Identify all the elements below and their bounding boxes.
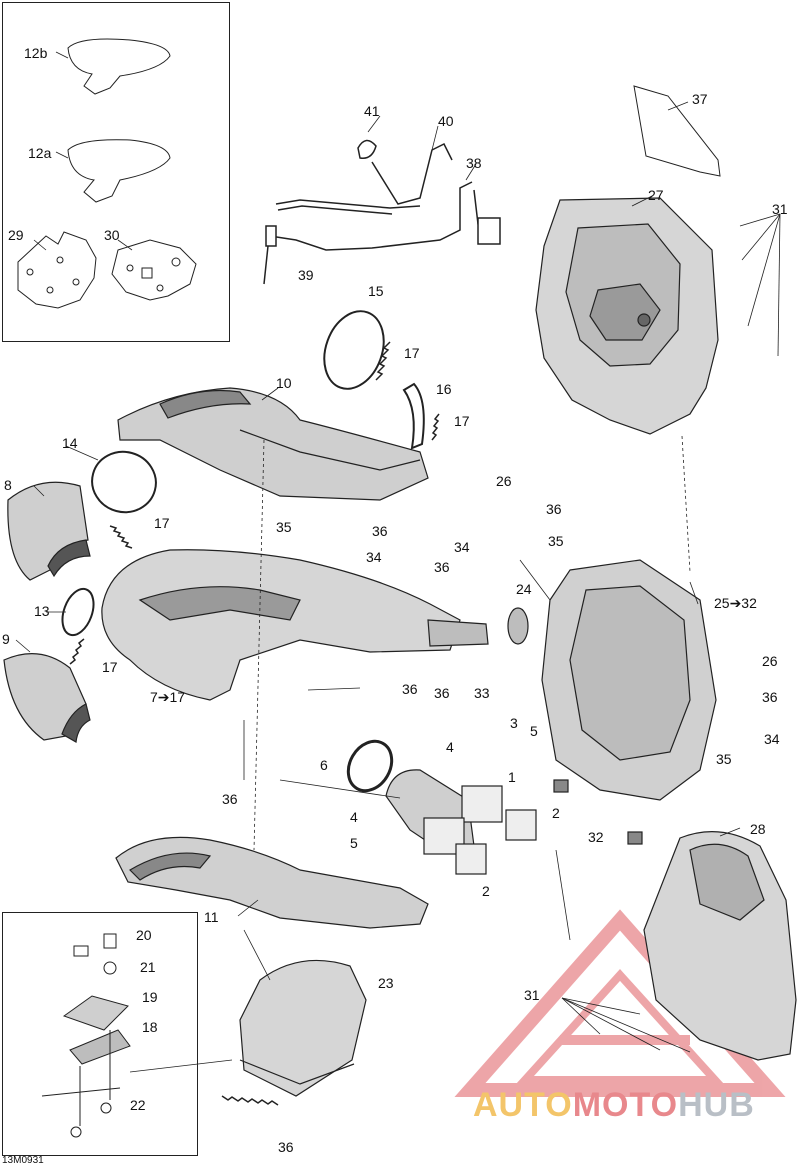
part-40-41-hose [275,139,453,215]
callout-10: 10 [276,375,292,391]
callout-1: 1 [508,769,516,785]
callout-36-g: 36 [762,689,778,705]
callout-6: 6 [320,757,328,773]
callout-22: 22 [130,1097,146,1113]
inset-bottom-left [2,912,198,1156]
callout-40: 40 [438,113,454,129]
callout-30: 30 [104,227,120,243]
callout-23: 23 [378,975,394,991]
part-10-tuned-pipe-upper [117,387,429,501]
part-18-22-mount [41,933,131,1138]
callout-20: 20 [136,927,152,943]
callout-2-b: 2 [482,883,490,899]
part-11-pipe [115,836,429,929]
callout-14: 14 [62,435,78,451]
watermark-part-2: MOTO [572,1086,679,1124]
leader-lines [15,51,781,1073]
callout-21: 21 [140,959,156,975]
callout-27: 27 [648,187,664,203]
callout-17-b: 17 [454,413,470,429]
callout-5-a: 5 [530,723,538,739]
callout-12a: 12a [28,145,52,161]
watermark-part-1: AUTO [473,1086,573,1124]
spring-36-bottom [221,1095,279,1106]
callout-36-f: 36 [222,791,238,807]
part-9-cover [3,653,91,743]
callout-13: 13 [34,603,50,619]
callout-24: 24 [516,581,532,597]
callout-29: 29 [8,227,24,243]
callout-37: 37 [692,91,708,107]
callout-17-c: 17 [154,515,170,531]
callout-32: 32 [588,829,604,845]
part-15-clamp [323,310,385,390]
callout-4-a: 4 [446,739,454,755]
part-7-tuned-pipe [101,549,489,701]
callout-8: 8 [4,477,12,493]
callout-4-b: 4 [350,809,358,825]
callout-34-a: 34 [366,549,382,565]
callout-39: 39 [298,267,314,283]
callout-36-c: 36 [434,559,450,575]
callout-17-d: 17 [102,659,118,675]
part-38-sensor-harness [263,181,501,285]
part-12b-gasket [67,38,171,95]
callout-33: 33 [474,685,490,701]
part-28-muffler-lower [643,831,797,1061]
callout-5-b: 5 [350,835,358,851]
callout-36-a: 36 [372,523,388,539]
callout-36-d: 36 [402,681,418,697]
callout-15: 15 [368,283,384,299]
part-6-gasket [346,739,394,793]
part-30-heat-shield [111,239,197,301]
callout-35-b: 35 [548,533,564,549]
part-24-sleeve [507,607,529,645]
callout-7-17: 7➔17 [150,689,186,705]
watermark-text: AUTOMOTOHUB [473,1086,755,1125]
callout-26-a: 26 [496,473,512,489]
part-27-muffler-upper [535,197,719,435]
part-25-muffler-body [541,559,717,845]
callout-17-a: 17 [404,345,420,361]
part-14-clamp [91,450,157,514]
watermark-part-3: HUB [678,1086,755,1124]
callout-3: 3 [510,715,518,731]
part-8-cover [7,481,91,581]
callout-36-b: 36 [546,501,562,517]
callout-31-upper: 31 [772,201,788,217]
part-29-heat-shield [17,231,97,309]
spring-17 [69,341,440,665]
part-1-manifold [385,769,537,875]
part-37-gasket [633,85,721,177]
callout-2-a: 2 [552,805,560,821]
callout-9: 9 [2,631,10,647]
callout-26-b: 26 [762,653,778,669]
part-16-clamp [402,382,425,450]
callout-19: 19 [142,989,158,1005]
callout-31-lower: 31 [524,987,540,1003]
figure-code: 13M0931 [2,1155,44,1166]
inset-top-left [2,2,230,342]
callout-41: 41 [364,103,380,119]
callout-28: 28 [750,821,766,837]
callout-38: 38 [466,155,482,171]
callout-36-h: 36 [278,1139,294,1155]
part-12a-gasket [67,139,171,203]
callout-34-b: 34 [454,539,470,555]
part-13-clamp [61,587,95,637]
callout-36-e: 36 [434,685,450,701]
callout-34-c: 34 [764,731,780,747]
callout-11: 11 [204,909,219,925]
callout-25-32: 25➔32 [714,595,757,611]
callout-35-c: 35 [716,751,732,767]
callout-35-a: 35 [276,519,292,535]
callout-18: 18 [142,1019,158,1035]
part-23-heat-shield [239,959,367,1097]
callout-16: 16 [436,381,452,397]
callout-12b: 12b [24,45,48,61]
